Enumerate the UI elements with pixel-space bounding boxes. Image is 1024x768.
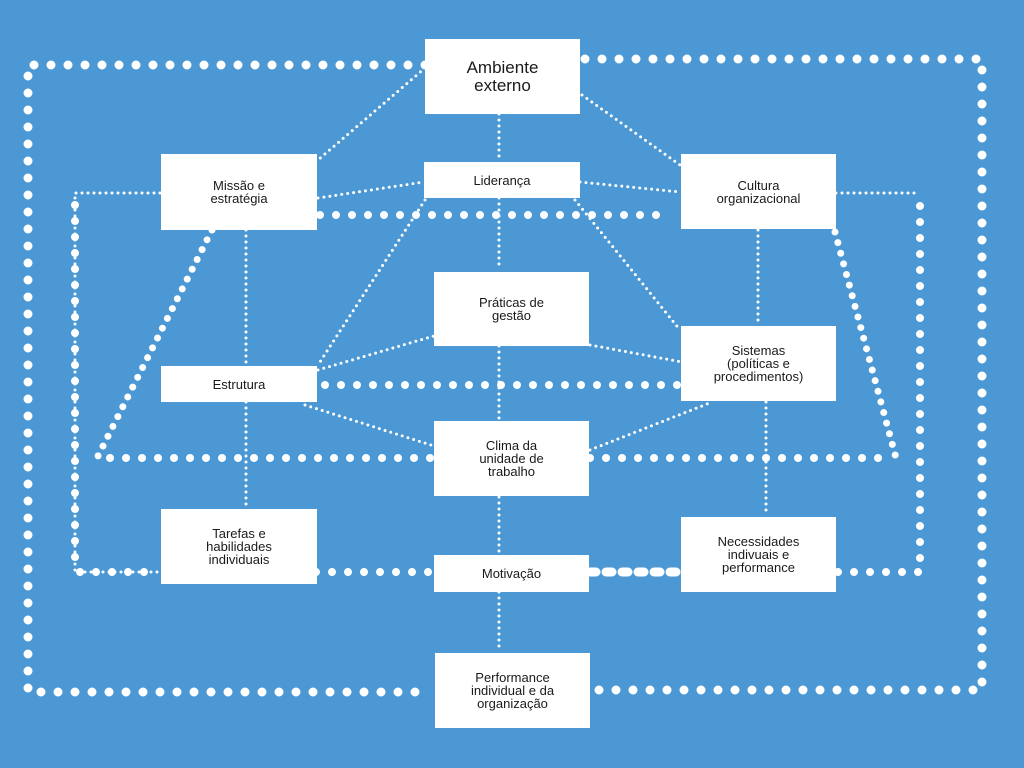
node-praticas-gestao: Práticas de gestão — [434, 272, 589, 346]
node-lideranca: Liderança — [424, 162, 580, 198]
node-estrutura-label: Estrutura — [212, 376, 266, 392]
fine-connectors — [244, 66, 768, 654]
node-lideranca-label: Liderança — [473, 172, 531, 188]
node-clima-unidade-label: Clima da unidade de trabalho — [479, 438, 544, 479]
middle-frame — [71, 191, 924, 577]
node-tarefas-habilidades: Tarefas e habilidades individuais — [161, 509, 317, 584]
node-necessidades-label: Necessidades indivuais e performance — [717, 534, 800, 575]
node-tarefas-habilidades-label: Tarefas e habilidades individuais — [206, 526, 272, 567]
node-missao-estrategia-label: Missão e estratégia — [210, 178, 268, 206]
node-motivacao: Motivação — [434, 555, 589, 592]
node-clima-unidade: Clima da unidade de trabalho — [434, 421, 589, 496]
node-cultura-organizacional: Cultura organizacional — [681, 154, 836, 229]
node-performance: Performance individual e da organização — [435, 653, 590, 728]
node-motivacao-label: Motivação — [481, 566, 542, 581]
node-sistemas: Sistemas (políticas e procedimentos) — [681, 326, 836, 401]
node-sistemas-label: Sistemas (políticas e procedimentos) — [713, 343, 804, 384]
node-performance-label: Performance individual e da organização — [470, 670, 555, 711]
node-estrutura: Estrutura — [161, 366, 317, 402]
node-praticas-gestao-label: Práticas de gestão — [478, 295, 545, 323]
inner-trapezoid — [94, 211, 900, 462]
node-necessidades: Necessidades indivuais e performance — [681, 517, 836, 592]
node-cultura-organizacional-label: Cultura organizacional — [716, 177, 801, 206]
node-missao-estrategia: Missão e estratégia — [161, 154, 317, 230]
node-ambiente-externo: Ambiente externo — [425, 39, 580, 114]
node-ambiente-externo-label: Ambiente externo — [466, 57, 539, 95]
outer-frame — [23, 54, 987, 697]
